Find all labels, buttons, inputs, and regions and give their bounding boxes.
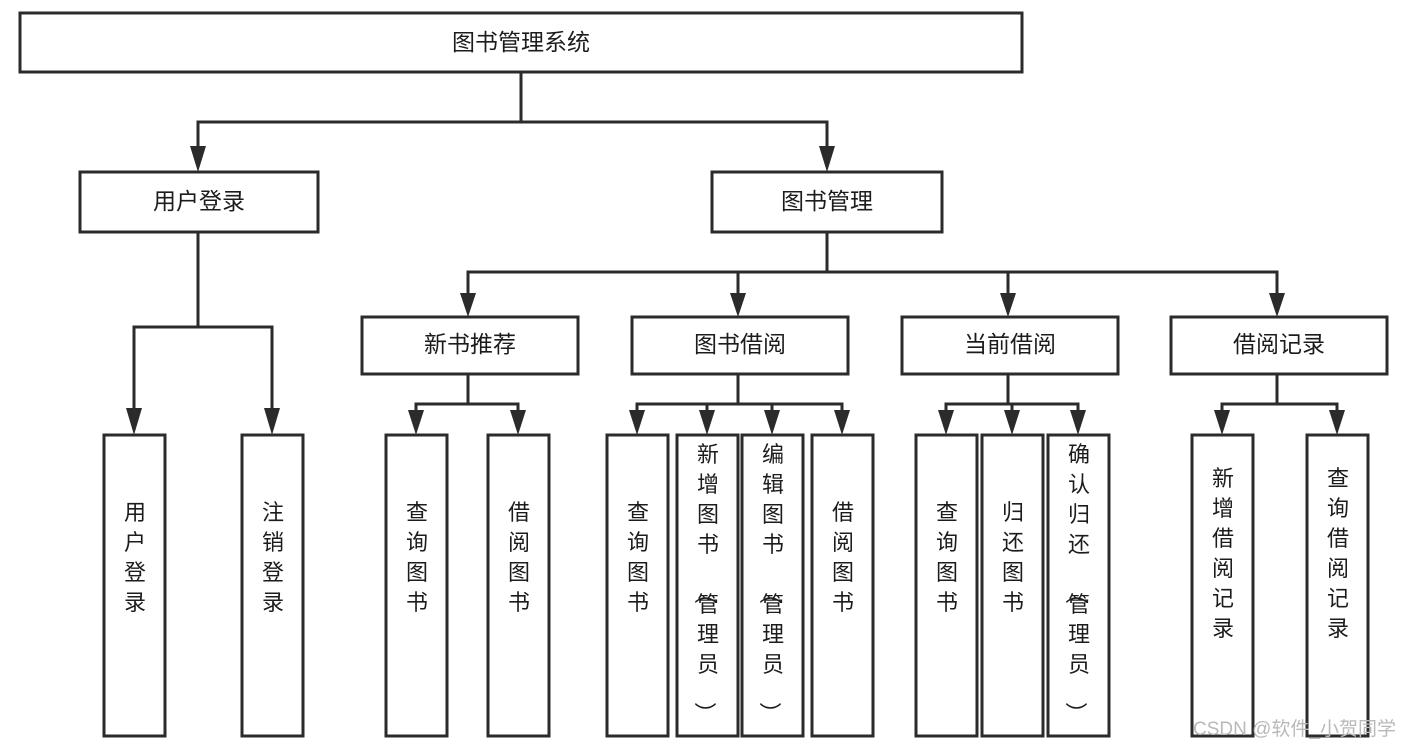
node-leaf-return-book[interactable]: 归还图书: [980, 433, 1045, 738]
arrow-new-book-recommend: [460, 293, 476, 317]
node-leaf-add-record[interactable]: 新增借阅记录: [1190, 433, 1255, 738]
node-leaf-add-book-box[interactable]: [675, 433, 740, 738]
arrow-leaf-confirm-return: [1070, 410, 1086, 435]
node-leaf-user-login-label: 用户登录: [124, 500, 146, 615]
arrow-leaf-edit-book: [764, 410, 780, 435]
arrow-leaf-borrow-book-2: [834, 410, 850, 435]
arrow-user-login: [190, 146, 206, 172]
node-new-book-recommend-box[interactable]: [360, 315, 580, 376]
connector-group: [126, 70, 1345, 435]
node-new-book-recommend[interactable]: 新书推荐: [360, 315, 580, 376]
node-leaf-user-login-box[interactable]: [102, 433, 167, 738]
arrow-book-borrow: [730, 293, 746, 317]
node-leaf-borrow-book-2[interactable]: 借阅图书: [810, 433, 875, 738]
node-user-login-label: 用户登录: [153, 188, 245, 214]
node-leaf-query-record-box[interactable]: [1305, 433, 1370, 738]
node-borrow-record-box[interactable]: [1169, 315, 1389, 376]
node-leaf-logout-login[interactable]: 注销登录: [240, 433, 305, 738]
arrow-leaf-query-book-2: [629, 410, 645, 435]
arrow-leaf-query-book-3: [938, 410, 954, 435]
node-leaf-add-book[interactable]: 新增图书（管理员）: [675, 433, 740, 738]
node-leaf-confirm-return-box[interactable]: [1046, 433, 1111, 738]
node-leaf-return-book-label: 归还图书: [1002, 500, 1024, 615]
node-current-borrow[interactable]: 当前借阅: [900, 315, 1120, 376]
node-root[interactable]: 图书管理系统: [18, 11, 1024, 74]
node-leaf-query-book-1[interactable]: 查询图书: [384, 433, 449, 738]
node-leaf-confirm-return[interactable]: 确认归还（管理员）: [1046, 433, 1111, 738]
node-leaf-query-book-1-label: 查询图书: [406, 500, 428, 615]
node-leaf-query-book-3-label: 查询图书: [936, 500, 958, 615]
node-book-borrow-box[interactable]: [630, 315, 850, 376]
node-leaf-logout-login-label: 注销登录: [262, 500, 284, 615]
node-current-borrow-box[interactable]: [900, 315, 1120, 376]
node-leaf-edit-book-label: 编辑图书（管理员）: [757, 442, 784, 724]
arrow-leaf-logout-login: [264, 408, 280, 435]
node-book-management-box[interactable]: [710, 170, 944, 234]
node-leaf-borrow-book-2-label: 借阅图书: [832, 500, 854, 615]
node-leaf-query-book-1-box[interactable]: [384, 433, 449, 738]
arrow-book-management: [819, 146, 835, 172]
arrow-leaf-borrow-book-1: [510, 410, 526, 435]
arrow-current-borrow: [1000, 293, 1016, 317]
node-leaf-edit-book[interactable]: 编辑图书（管理员）: [740, 433, 805, 738]
node-user-login[interactable]: 用户登录: [78, 170, 320, 234]
node-new-book-recommend-label: 新书推荐: [424, 331, 516, 357]
node-borrow-record-label: 借阅记录: [1233, 331, 1325, 357]
node-book-management-label: 图书管理: [781, 188, 873, 214]
node-leaf-add-record-box[interactable]: [1190, 433, 1255, 738]
node-book-borrow-label: 图书借阅: [694, 331, 786, 357]
node-leaf-query-book-2[interactable]: 查询图书: [605, 433, 670, 738]
arrow-leaf-return-book: [1004, 410, 1020, 435]
node-root-box[interactable]: [18, 11, 1024, 74]
node-leaf-query-book-3[interactable]: 查询图书: [914, 433, 979, 738]
node-borrow-record[interactable]: 借阅记录: [1169, 315, 1389, 376]
node-leaf-query-record[interactable]: 查询借阅记录: [1305, 433, 1370, 738]
arrow-leaf-query-record: [1329, 410, 1345, 435]
node-leaf-borrow-book-1-box[interactable]: [486, 433, 551, 738]
node-leaf-edit-book-box[interactable]: [740, 433, 805, 738]
arrow-leaf-add-record: [1214, 410, 1230, 435]
node-current-borrow-label: 当前借阅: [964, 331, 1056, 357]
node-leaf-query-record-label: 查询借阅记录: [1327, 466, 1349, 641]
arrow-leaf-user-login: [126, 408, 142, 435]
arrow-leaf-add-book: [699, 410, 715, 435]
node-book-management[interactable]: 图书管理: [710, 170, 944, 234]
watermark-label: CSDN @软件_小贺同学: [1193, 718, 1396, 740]
node-leaf-confirm-return-label: 确认归还（管理员）: [1063, 442, 1090, 724]
node-leaf-query-book-2-label: 查询图书: [627, 500, 649, 615]
node-leaf-logout-login-box[interactable]: [240, 433, 305, 738]
node-user-login-box[interactable]: [78, 170, 320, 234]
node-leaf-return-book-box[interactable]: [980, 433, 1045, 738]
node-leaf-query-book-2-box[interactable]: [605, 433, 670, 738]
node-leaf-borrow-book-2-box[interactable]: [810, 433, 875, 738]
node-leaf-query-book-3-box[interactable]: [914, 433, 979, 738]
node-leaf-add-book-label: 新增图书（管理员）: [692, 442, 719, 724]
node-root-label: 图书管理系统: [452, 29, 590, 55]
node-leaf-add-record-label: 新增借阅记录: [1212, 466, 1234, 641]
arrow-borrow-record: [1269, 293, 1285, 317]
node-leaf-user-login[interactable]: 用户登录: [102, 433, 167, 738]
arrow-leaf-query-book-1: [408, 410, 424, 435]
node-leaf-borrow-book-1[interactable]: 借阅图书: [486, 433, 551, 738]
node-leaf-borrow-book-1-label: 借阅图书: [508, 500, 530, 615]
node-book-borrow[interactable]: 图书借阅: [630, 315, 850, 376]
